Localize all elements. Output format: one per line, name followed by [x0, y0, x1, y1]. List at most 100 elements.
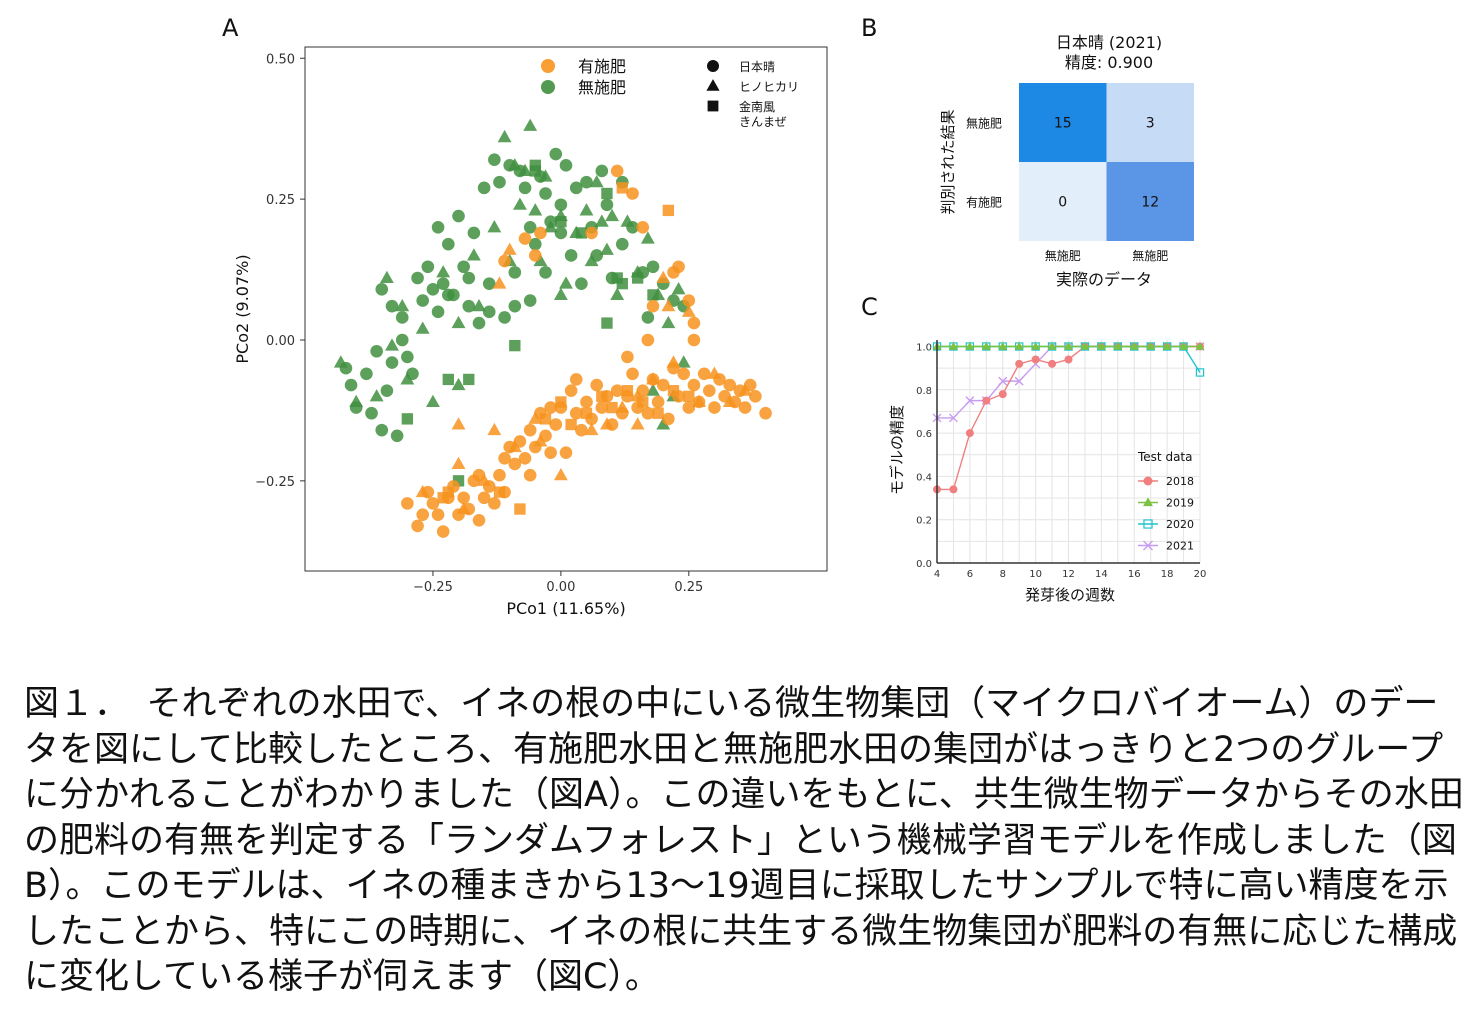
scatter-point	[456, 501, 471, 515]
scatter-point	[626, 367, 639, 381]
scatter-point	[360, 367, 373, 381]
legend-shape-triangle	[706, 79, 720, 91]
scatter-point	[523, 221, 537, 234]
scatter-point	[365, 406, 378, 420]
scatter-point	[467, 226, 481, 240]
scatter-point	[436, 525, 450, 538]
scatter-point	[502, 242, 517, 255]
scatter-point	[621, 385, 634, 397]
scatter-point	[493, 175, 506, 189]
scatter-point	[528, 237, 542, 251]
series-point-2018	[1064, 355, 1073, 364]
scatter-point	[559, 276, 573, 289]
scatter-point	[646, 299, 660, 313]
scatter-point	[692, 394, 706, 408]
scatter-point	[585, 226, 598, 240]
legend-label-2018: 2018	[1166, 475, 1194, 488]
scatter-point	[431, 508, 445, 521]
scatter-point	[493, 486, 506, 498]
scatter-point	[426, 282, 440, 296]
series-point-2018	[1048, 359, 1057, 368]
panel-label-b: B	[861, 14, 878, 42]
scatter-point	[676, 355, 691, 368]
scatter-point	[677, 367, 691, 381]
scatter-point	[569, 181, 583, 195]
y-axis-label-c: モデルの精度	[888, 405, 906, 495]
series-point-2019	[1129, 341, 1139, 350]
panel-label-a: A	[222, 14, 239, 42]
scatter-point	[436, 265, 451, 278]
series-point-2021	[998, 376, 1008, 386]
scatter-point	[344, 378, 358, 392]
legend-label-triangle: ヒノヒカリ	[739, 80, 799, 94]
scatter-point	[580, 175, 593, 189]
scatter-point	[553, 467, 568, 481]
scatter-point	[682, 401, 696, 414]
x-tick-label-c: 20	[1194, 569, 1207, 580]
scatter-point	[507, 158, 522, 171]
legend-label-square: 金南風	[739, 99, 775, 114]
scatter-point	[589, 174, 604, 188]
scatter-point	[616, 277, 628, 290]
scatter-point	[395, 298, 410, 312]
scatter-point	[661, 298, 676, 312]
scatter-point	[487, 220, 502, 233]
scatter-point	[555, 215, 567, 228]
scatter-point	[452, 209, 465, 223]
legend-label-unfertilized: 無施肥	[578, 78, 626, 97]
scatter-point	[575, 423, 588, 437]
scatter-point	[544, 446, 557, 459]
scatter-point	[401, 350, 414, 364]
scatter-point	[601, 187, 613, 200]
scatter-point	[682, 294, 696, 307]
scatter-point	[528, 411, 543, 424]
legend-shape-square	[707, 100, 719, 112]
x-tick-label-c: 6	[967, 569, 973, 580]
scatter-point	[652, 407, 664, 419]
x-tick-label-c: 12	[1062, 569, 1075, 580]
series-point-2019	[1113, 341, 1123, 350]
matrix-cell	[1019, 162, 1107, 241]
scatter-point	[610, 384, 624, 397]
scatter-point	[641, 311, 655, 324]
matrix-x-axis-label: 実際のデータ	[1056, 270, 1152, 289]
scatter-point	[508, 299, 522, 313]
x-tick-label-c: 8	[1000, 569, 1006, 580]
scatter-point	[584, 253, 599, 267]
scatter-point	[626, 187, 639, 200]
scatter-point	[738, 383, 753, 396]
scatter-point	[462, 271, 476, 285]
scatter-point	[615, 400, 630, 413]
series-point-2018	[982, 396, 991, 405]
scatter-point	[451, 456, 466, 469]
scatter-point	[385, 356, 399, 369]
legend-marker-2021	[1143, 540, 1153, 551]
scatter-point	[539, 187, 552, 200]
y-tick-label-c: 0.4	[916, 472, 932, 483]
scatter-point	[436, 277, 450, 290]
x-tick-label-c: 14	[1095, 569, 1108, 580]
legend-label-fertilized: 有施肥	[578, 57, 626, 76]
scatter-point	[549, 418, 563, 431]
scatter-point	[508, 266, 522, 279]
matrix-cell-value: 12	[1141, 195, 1159, 211]
scatter-point	[416, 508, 430, 521]
scatter-point	[442, 373, 454, 386]
scatter-point	[518, 163, 532, 176]
scatter-point	[447, 288, 460, 302]
scatter-point	[333, 355, 348, 368]
scatter-point	[640, 231, 655, 244]
series-point-2019	[1096, 341, 1106, 350]
series-point-2019	[1047, 341, 1057, 350]
y-tick-label-c: 0.8	[916, 386, 932, 397]
series-point-2018	[949, 485, 958, 494]
series-point-2018	[1031, 355, 1040, 364]
scatter-point	[415, 321, 430, 334]
legend-title-c: Test data	[1137, 450, 1192, 464]
matrix-x-tick-label: 無施肥	[1132, 248, 1168, 263]
scatter-point	[708, 401, 721, 414]
scatter-point	[509, 339, 521, 352]
